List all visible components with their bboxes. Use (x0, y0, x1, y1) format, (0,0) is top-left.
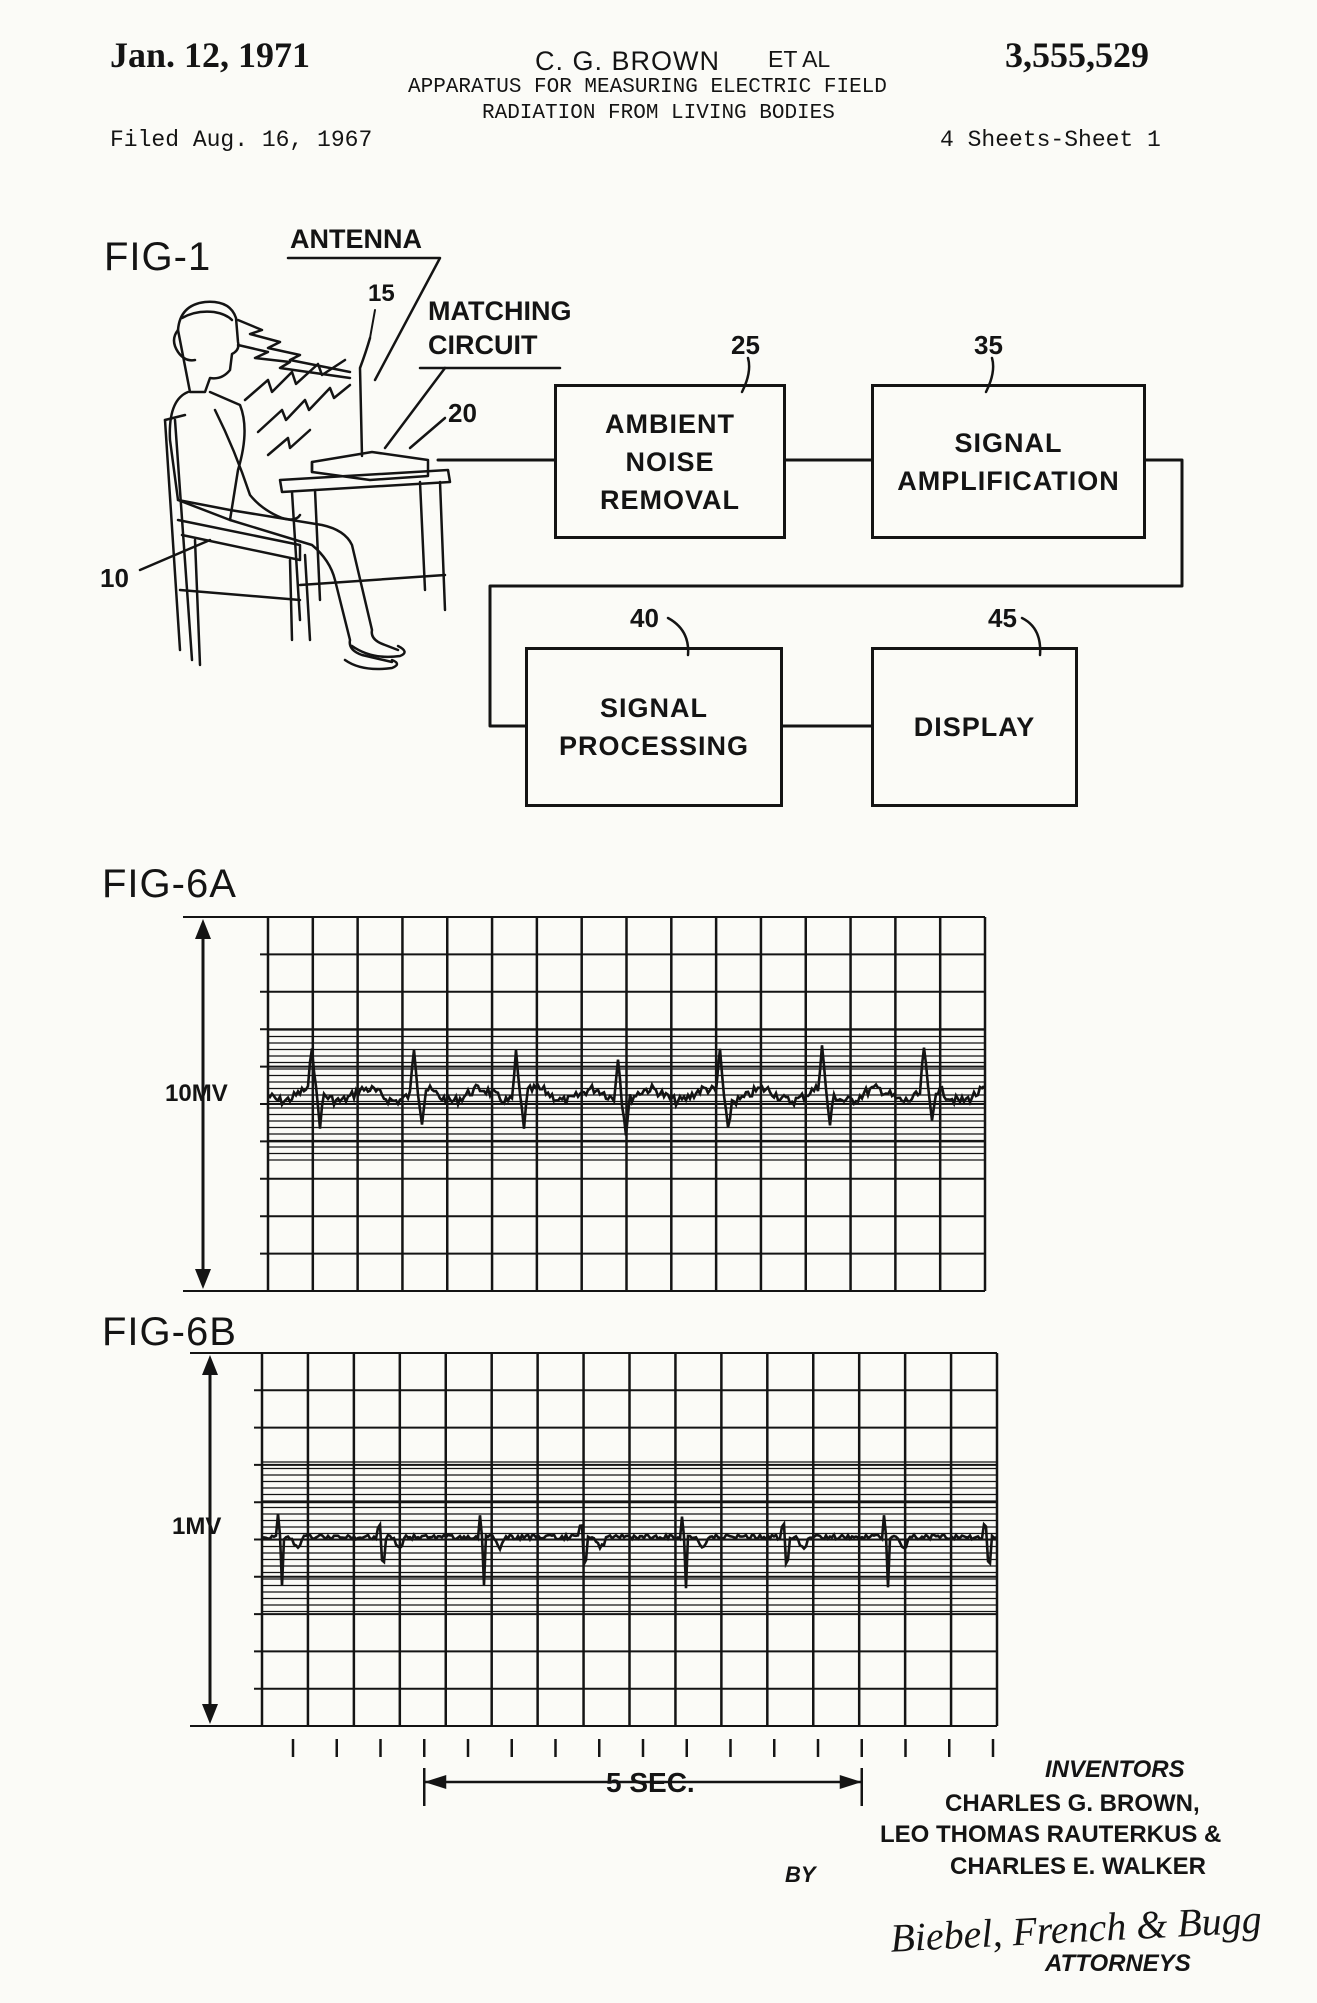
by-label: BY (785, 1862, 816, 1887)
ref40-leader (666, 616, 690, 657)
antenna-leader (286, 256, 442, 382)
fig6b-trace (261, 1513, 997, 1589)
display-block: DISPLAY (871, 647, 1078, 807)
ambient-noise-removal-text: AMBIENT NOISE REMOVAL (600, 408, 740, 515)
fig6a-label: FIG-6A (102, 862, 237, 906)
inventors-heading: INVENTORS (1045, 1756, 1185, 1783)
display-text: DISPLAY (913, 712, 1036, 742)
signal-processing-text: SIGNAL PROCESSING (558, 693, 750, 761)
fig6a-scale: 10MV (165, 1080, 228, 1107)
patent-title-line1: APPARATUS FOR MEASURING ELECTRIC FIELD (408, 76, 887, 99)
ref20-leader (408, 416, 447, 450)
matching-circuit-label-2: CIRCUIT (428, 330, 538, 360)
attorneys-label: ATTORNEYS (1045, 1950, 1191, 1977)
ref25-leader (740, 356, 751, 394)
filed-date: Filed Aug. 16, 1967 (110, 127, 373, 153)
amplification-ref: 35 (974, 330, 1003, 360)
matching-leader-2 (383, 366, 447, 450)
signal-amplification-block: SIGNAL AMPLIFICATION (871, 384, 1146, 539)
fig6b-scale: 1MV (172, 1513, 222, 1540)
antenna-ref: 15 (368, 280, 395, 307)
inventor-line-3: CHARLES E. WALKER (950, 1853, 1207, 1880)
patent-number: 3,555,529 (1005, 35, 1149, 75)
signal-amplification-text: SIGNAL AMPLIFICATION (897, 427, 1120, 496)
fig6a-trace (267, 1045, 985, 1136)
matching-circuit-label-1: MATCHING (428, 296, 572, 326)
fig6b-chart-grid (190, 1352, 999, 1727)
fig1-label: FIG-1 (104, 235, 212, 279)
person-ref: 10 (100, 563, 129, 593)
ref35-leader (984, 356, 995, 394)
display-ref: 45 (988, 603, 1017, 633)
ref10-leader (138, 538, 212, 572)
matching-circuit-ref: 20 (448, 398, 477, 428)
ref45-leader (1020, 616, 1042, 657)
fig6a-chart-grid (183, 916, 987, 1292)
et-al: ET AL (768, 46, 831, 72)
patent-title-line2: RADIATION FROM LIVING BODIES (482, 102, 835, 125)
ref15-leader (369, 309, 376, 339)
inventor-name: C. G. BROWN (535, 46, 720, 76)
patent-date: Jan. 12, 1971 (110, 35, 311, 75)
sheet-count: 4 Sheets-Sheet 1 (940, 127, 1161, 153)
antenna-label: ANTENNA (290, 224, 422, 254)
link-amp-to-processing (488, 458, 1184, 728)
noise-removal-ref: 25 (731, 330, 760, 360)
inventor-line-1: CHARLES G. BROWN, (945, 1790, 1200, 1817)
fig6b-label: FIG-6B (102, 1310, 237, 1354)
timebase-ticks (291, 1739, 995, 1806)
processing-ref: 40 (630, 603, 659, 633)
ambient-noise-removal-block: AMBIENT NOISE REMOVAL (554, 384, 786, 539)
signal-processing-block: SIGNAL PROCESSING (525, 647, 783, 807)
inventor-line-2: LEO THOMAS RAUTERKUS & (880, 1821, 1222, 1848)
seated-person-illustration (163, 300, 452, 671)
